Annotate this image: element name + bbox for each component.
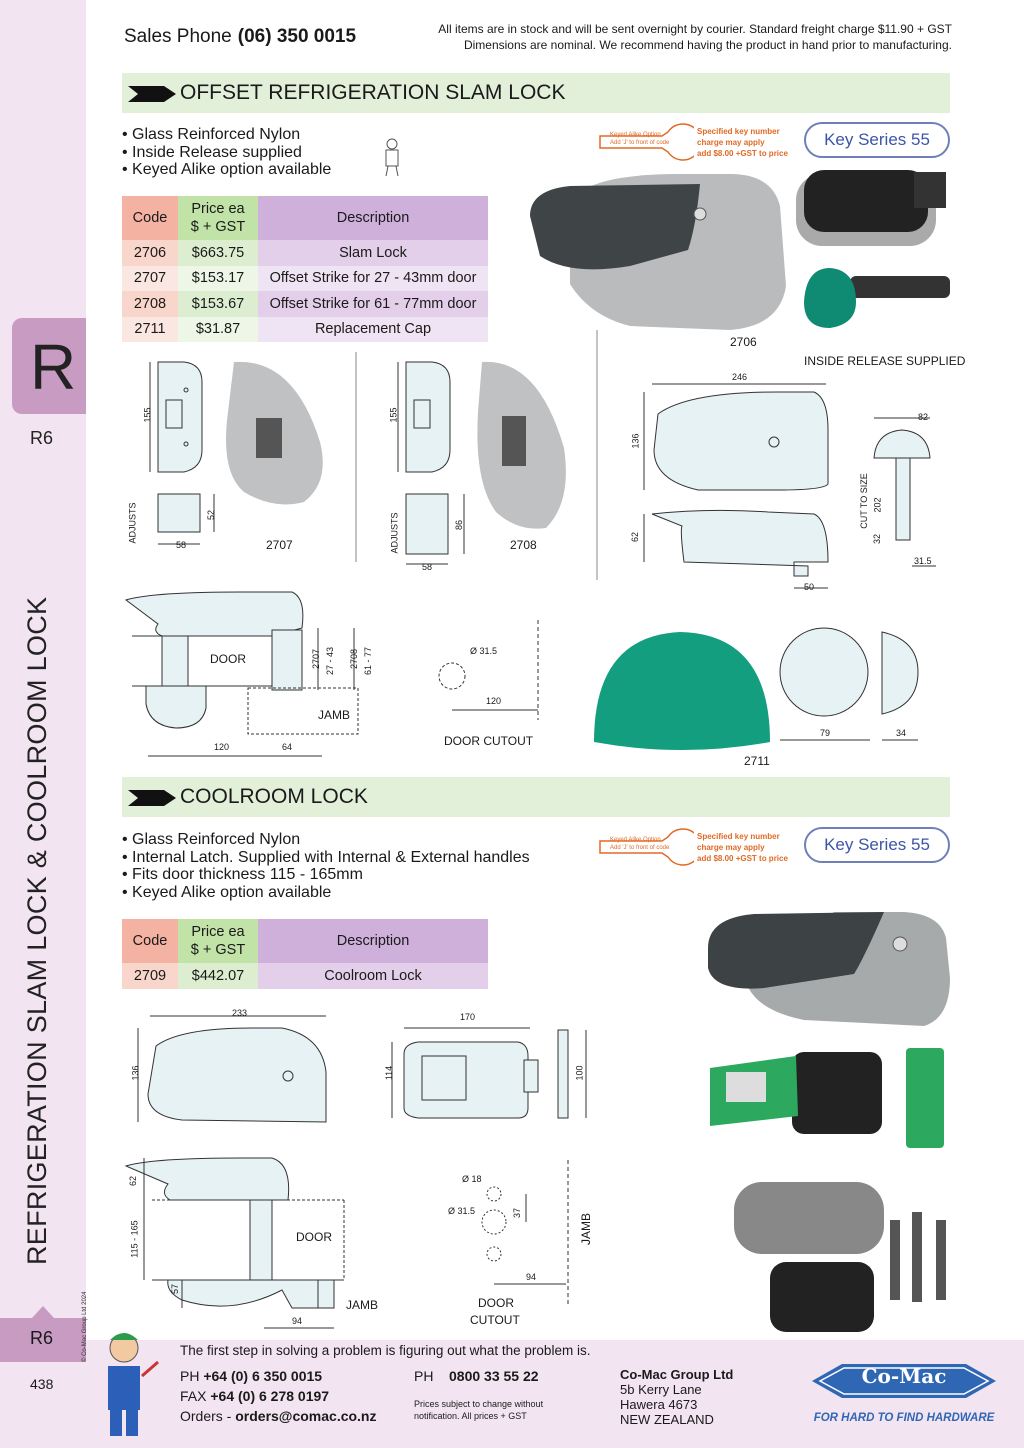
footer-phone2: PH 0800 33 55 22: [414, 1368, 539, 1384]
door-cutout-drawing: [438, 620, 539, 720]
footer-tagline: The first step in solving a problem is f…: [180, 1343, 591, 1358]
divider: [596, 330, 598, 580]
coolroom-lock-photo: [708, 912, 950, 1026]
door-cutout-label: DOOR CUTOUT: [444, 734, 534, 748]
logo-icon: [812, 1364, 996, 1398]
strike-2707-drawing: [149, 361, 323, 545]
section-letter: R: [30, 331, 77, 403]
label-2708: 2708: [510, 538, 537, 552]
slam-bullets: • Glass Reinforced Nylon • Inside Releas…: [122, 126, 332, 178]
photo-label-2706: 2706: [730, 335, 757, 349]
lock-dimension-drawing: [643, 383, 936, 589]
sales-phone: Sales Phone(06) 350 0015: [124, 26, 356, 48]
slam-install-drawing: [124, 591, 359, 757]
release-knob-photo: [804, 268, 950, 328]
cap-photo: [594, 627, 919, 750]
coolroom-dimension-drawing: [124, 1015, 587, 1329]
mascot-icon: [385, 138, 399, 177]
strike-2708-drawing: [397, 361, 566, 565]
section-band-coolroom: COOLROOM LOCK: [122, 777, 950, 817]
vertical-title: REFRIGERATION SLAM LOCK & COOLROOM LOCK: [22, 596, 52, 1265]
orders-email-link[interactable]: orders@comac.co.nz: [235, 1408, 377, 1424]
label-2711: 2711: [744, 754, 770, 768]
sales-label: Sales Phone: [124, 26, 232, 47]
sidebar: [0, 0, 86, 1448]
key-series-badge: Key Series 55: [804, 827, 950, 863]
coolroom-internal-photo: [734, 1182, 946, 1332]
bottom-code: R6: [30, 1328, 54, 1348]
footer-fax: FAX +64 (0) 6 278 0197: [180, 1388, 330, 1404]
key-series-badge: Key Series 55: [804, 122, 950, 158]
bottom-tab: R6: [0, 1306, 86, 1362]
key-icon: [599, 828, 694, 866]
header-note: All items are in stock and will be sent …: [438, 22, 952, 52]
coolroom-handle-photo: [710, 1048, 944, 1148]
footer-orders: Orders - orders@comac.co.nz: [180, 1408, 377, 1424]
divider: [355, 352, 357, 562]
page-number: 438: [30, 1376, 54, 1392]
coolroom-bullets: • Glass Reinforced Nylon • Internal Latc…: [122, 831, 530, 901]
section-title: OFFSET REFRIGERATION SLAM LOCK: [180, 81, 566, 104]
sales-number[interactable]: (06) 350 0015: [237, 26, 357, 47]
section-band-slam: OFFSET REFRIGERATION SLAM LOCK: [122, 73, 950, 113]
section-tab: R: [12, 318, 86, 414]
arrow-icon: [128, 86, 176, 102]
mascot-icon: [108, 1333, 159, 1436]
section-code: R6: [30, 428, 54, 448]
inside-release-label: INSIDE RELEASE SUPPLIED: [804, 354, 966, 368]
footer-phone: PH +64 (0) 6 350 0015: [180, 1368, 323, 1384]
comac-logo: Co-Mac FOR HARD TO FIND HARDWARE: [812, 1356, 996, 1434]
release-back-photo: [796, 170, 946, 246]
section-title: COOLROOM LOCK: [180, 785, 368, 808]
label-2707: 2707: [266, 538, 293, 552]
key-icon: [599, 123, 694, 161]
arrow-icon: [128, 790, 176, 806]
slam-lock-photo: [530, 174, 786, 330]
